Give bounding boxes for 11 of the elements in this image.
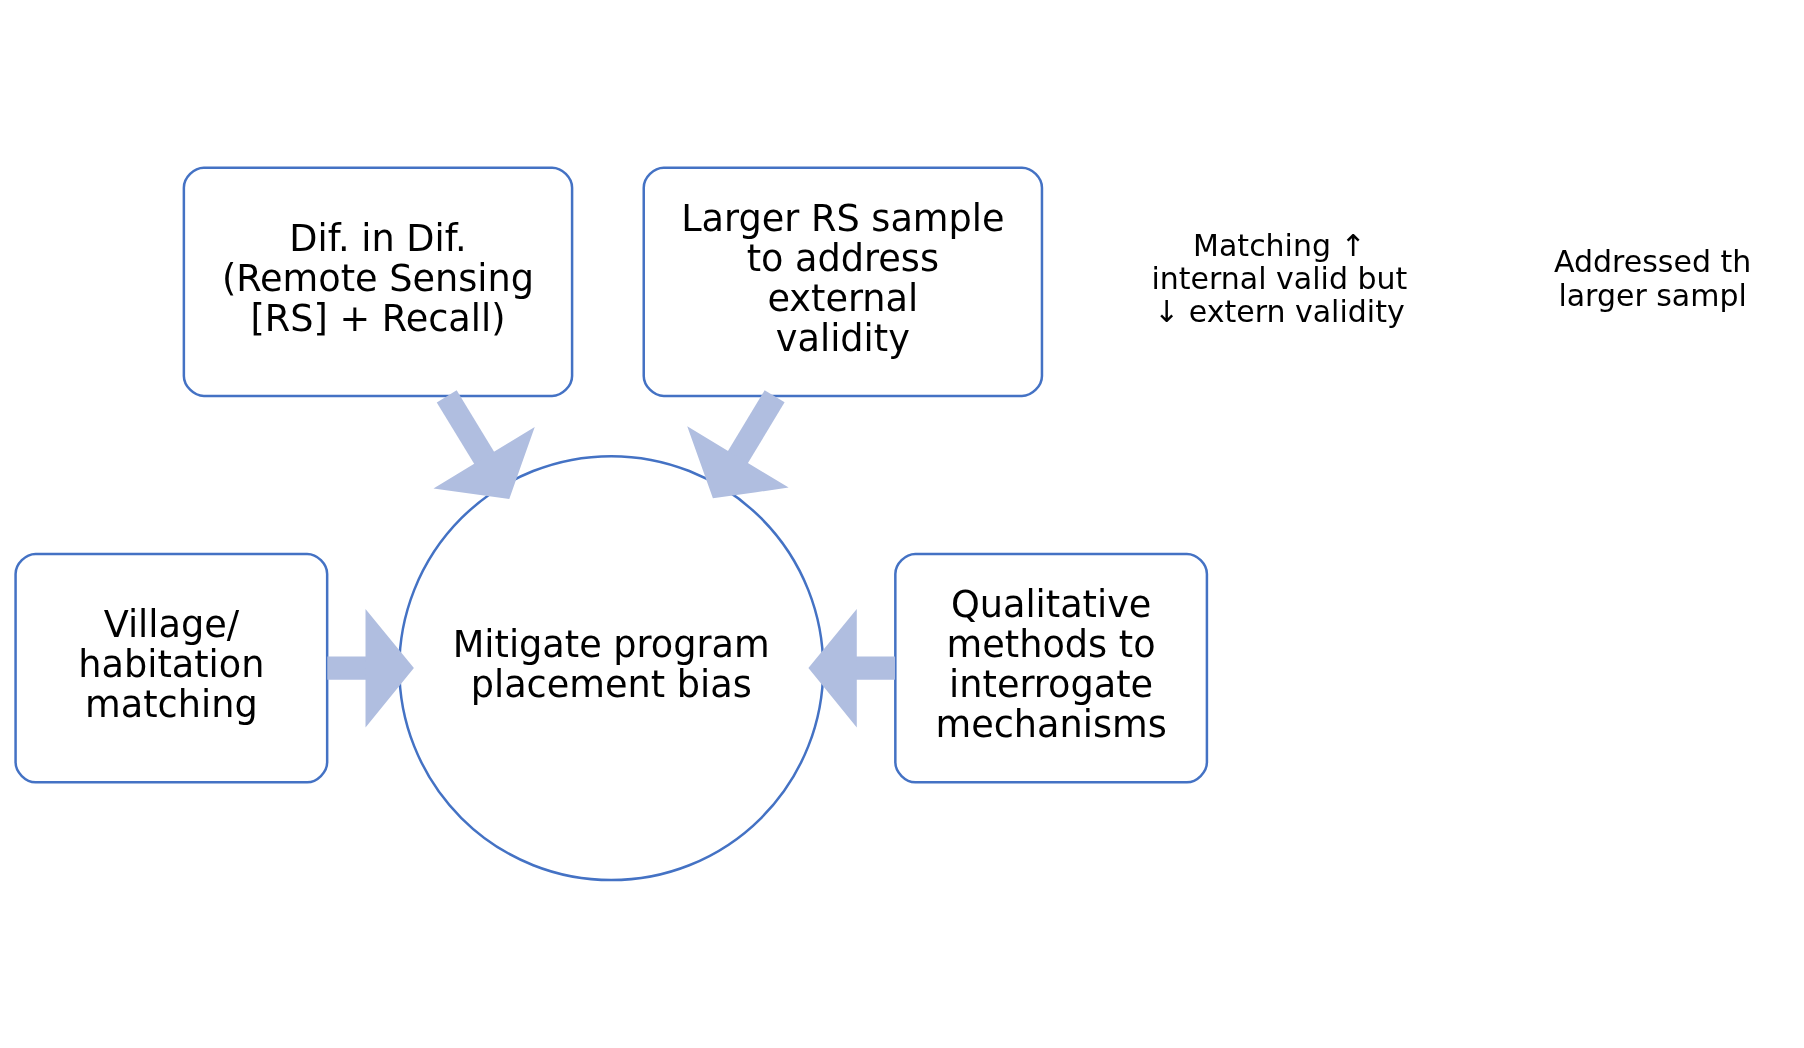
node-box: Dif. in Dif. (Remote Sensing [RS] + Recall) <box>182 166 574 398</box>
arrow <box>327 608 414 728</box>
label: Matching ↑ internal valid but ↓ extern validity <box>1151 227 1408 330</box>
arrow <box>808 608 896 728</box>
node-box: Village/ habitation matching <box>14 552 329 784</box>
arrow <box>687 390 789 499</box>
arrow <box>433 390 535 500</box>
label: Addressed th larger sampl <box>1554 244 1752 313</box>
node-box: Larger RS sample to address external validity <box>642 166 1044 398</box>
node-circle: Mitigate program placement bias <box>398 454 825 882</box>
node-box: Qualitative methods to interrogate mechanisms <box>894 552 1209 784</box>
